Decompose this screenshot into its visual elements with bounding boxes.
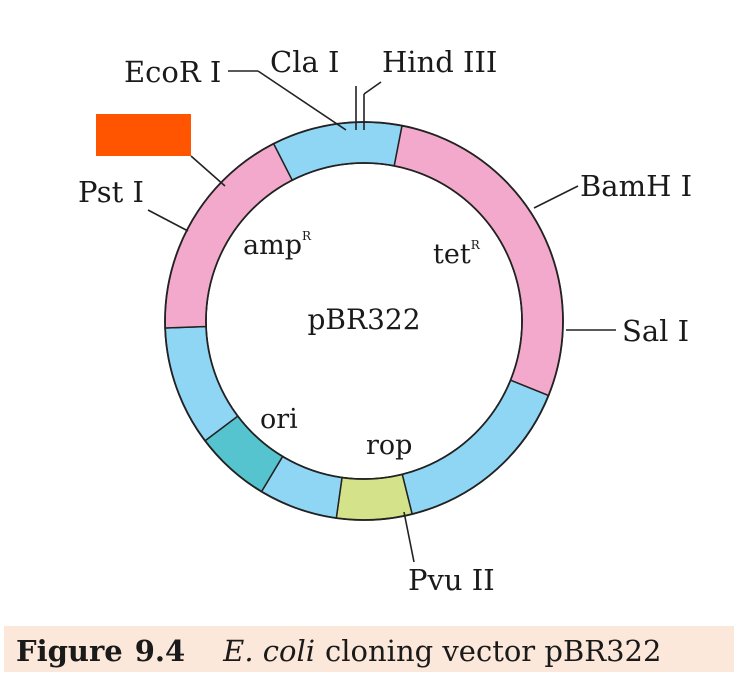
sal1-site-label: Sal I bbox=[622, 314, 689, 348]
figure-number: 9.4 bbox=[134, 634, 186, 668]
caption-organism: E. coli bbox=[223, 634, 316, 668]
bamh1-site-label: BamH I bbox=[580, 169, 692, 203]
pvu2-site-label: Pvu II bbox=[408, 563, 495, 597]
ori-label: ori bbox=[260, 404, 298, 435]
pst1-leader-line bbox=[147, 209, 189, 232]
figure-caption: Figure 9.4 E. coli cloning vector pBR322 bbox=[4, 626, 734, 672]
rop-segment bbox=[335, 473, 414, 521]
plasmid-name-label: pBR322 bbox=[307, 303, 420, 336]
hind3-site-label: Hind III bbox=[382, 45, 497, 79]
ecor1-leader-line-diagonal bbox=[257, 70, 347, 131]
plasmid-ring bbox=[164, 121, 564, 521]
pst1-site-label: Pst I bbox=[78, 175, 144, 209]
amp-resistance-label: ampR bbox=[243, 229, 312, 261]
hind3-leader-line-diagonal bbox=[363, 81, 382, 95]
plasmid-map-diagram: EcoR I Cla I Hind III BamH I Sal I Pst I… bbox=[78, 45, 692, 597]
ring-center bbox=[207, 164, 521, 478]
bamh1-leader-line bbox=[533, 185, 579, 209]
tet-resistance-label: tetR bbox=[433, 238, 481, 270]
figure-label: Figure bbox=[16, 634, 123, 668]
orange-marker-box bbox=[96, 114, 191, 156]
ecor1-site-label: EcoR I bbox=[124, 55, 221, 89]
ring-inner-edge bbox=[205, 162, 523, 480]
caption-text: cloning vector pBR322 bbox=[325, 634, 662, 668]
pvu2-leader-line bbox=[403, 511, 415, 563]
cla1-site-label: Cla I bbox=[270, 45, 339, 79]
rop-label: rop bbox=[366, 430, 412, 461]
marker-leader-line bbox=[190, 155, 226, 187]
